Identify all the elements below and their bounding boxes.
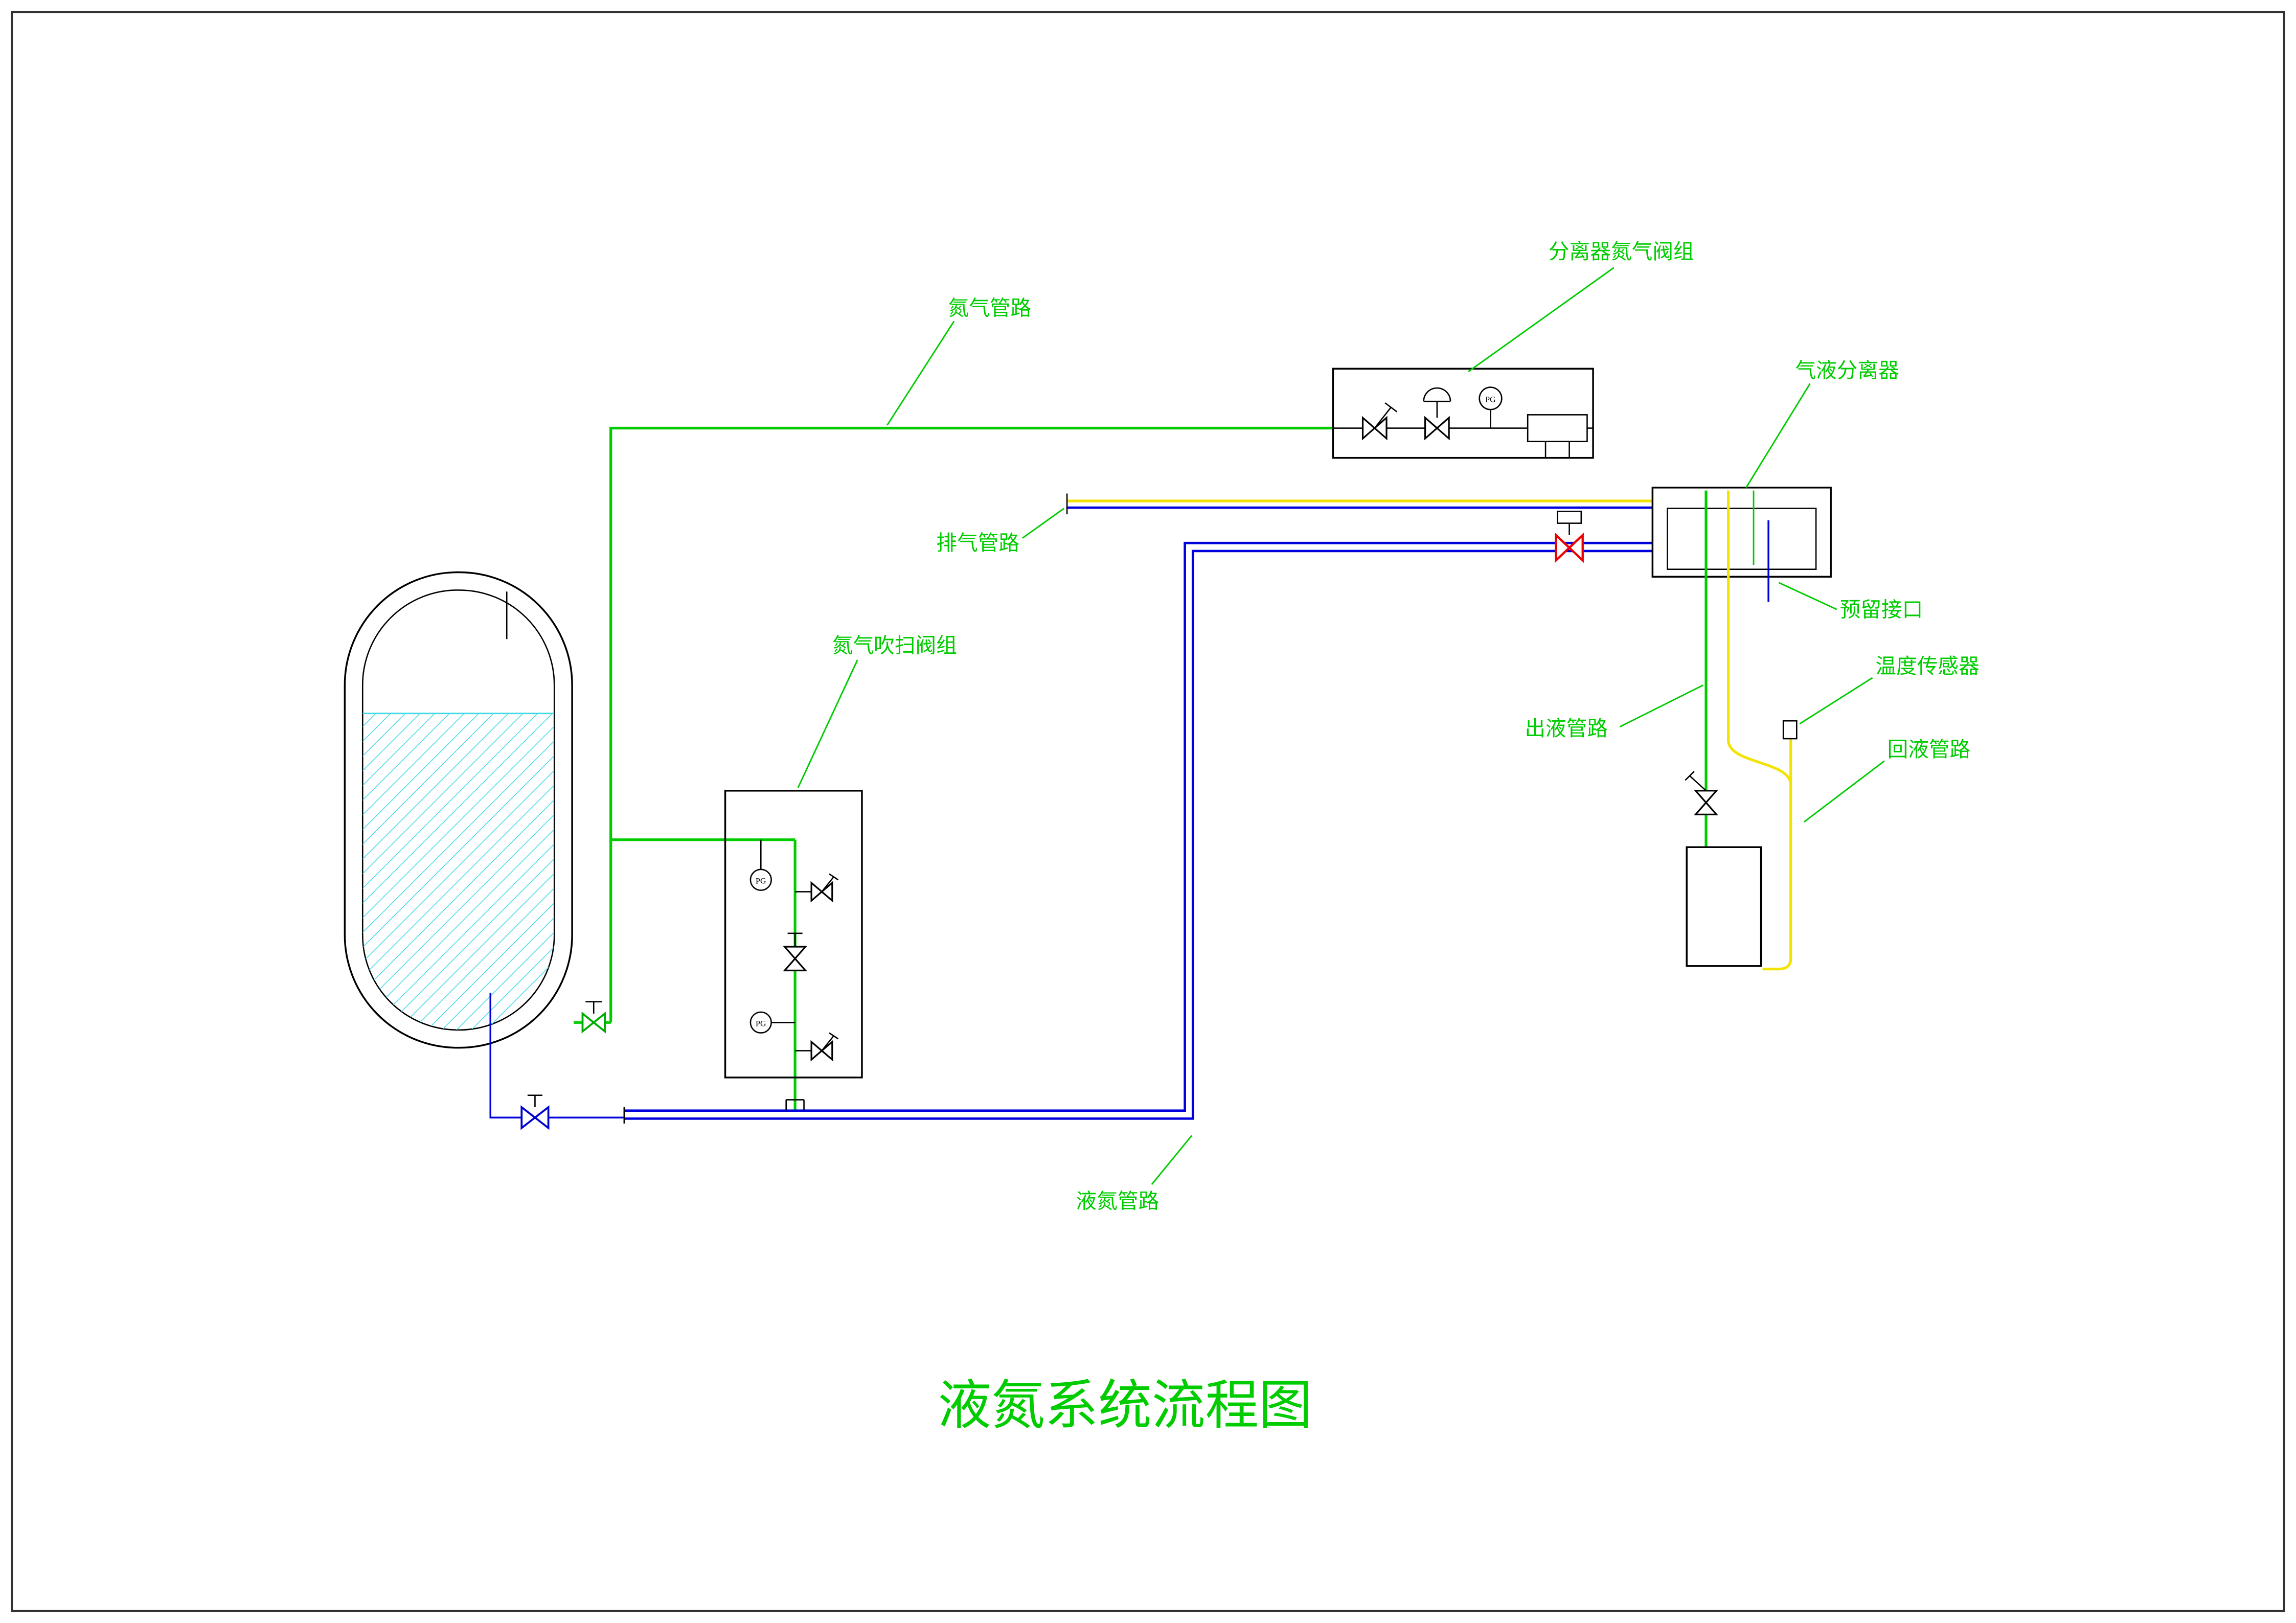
separator-valve-box: PG — [1332, 368, 1594, 459]
label-gas-liquid-separator: 气液分离器 — [1795, 359, 1899, 382]
relief-valve-2 — [795, 1032, 839, 1062]
liquid-nitrogen-pipe — [623, 511, 1653, 1124]
tank-liquid-outlet — [489, 993, 624, 1130]
red-valve — [1555, 511, 1584, 563]
leader-nitrogen-gas-line — [886, 321, 955, 426]
control-valve — [1423, 387, 1451, 441]
gauge-text: PG — [756, 877, 766, 885]
nitrogen-gas-pipe — [574, 426, 1333, 1112]
label-temperature-sensor: 温度传感器 — [1875, 655, 1979, 678]
purge-valve-box: PG PG — [724, 790, 863, 1079]
label-separator-valve-group: 分离器氮气阀组 — [1549, 240, 1694, 263]
label-liquid-outlet-line: 出液管路 — [1525, 717, 1608, 740]
drawing-border — [11, 11, 2285, 1612]
relief-valve-1 — [795, 873, 839, 903]
annotations: 氮气管路 分离器氮气阀组 气液分离器 排气管路 氮气吹扫阀组 预留接口 温度传感… — [797, 240, 1980, 1213]
label-exhaust-line: 排气管路 — [936, 532, 1019, 555]
leader-reserved-port — [1778, 582, 1837, 610]
tee-fitting — [785, 1099, 805, 1110]
label-reserved-port: 预留接口 — [1840, 599, 1923, 622]
heater-block — [1527, 414, 1594, 458]
leader-exhaust-line — [1022, 508, 1065, 539]
temperature-sensor-symbol — [1782, 720, 1798, 740]
leader-liquid-outlet-line — [1619, 684, 1703, 728]
leader-liquid-return-line — [1803, 760, 1885, 823]
storage-tank — [344, 571, 573, 1049]
diagram-title: 液氮系统流程图 — [938, 1376, 1312, 1435]
gauge-text: PG — [756, 1020, 766, 1028]
leader-gas-liquid-separator — [1745, 383, 1811, 488]
pressure-gauge-purge-1: PG — [749, 839, 772, 891]
outlet-valve — [1685, 771, 1718, 815]
gas-liquid-separator — [1651, 487, 1832, 602]
label-liquid-nitrogen-line: 液氮管路 — [1076, 1190, 1160, 1213]
label-nitrogen-gas-line: 氮气管路 — [948, 297, 1032, 320]
liquid-return-pipe — [1726, 490, 1798, 971]
purge-main-valve — [783, 932, 808, 972]
subcooler-vessel — [1686, 846, 1762, 967]
pressure-gauge-top: PG — [1479, 386, 1503, 428]
tank-liquid-valve — [520, 1094, 550, 1130]
exhaust-pipe — [1066, 493, 1653, 515]
liquid-outlet-pipe — [1685, 490, 1762, 967]
tank-gas-valve — [581, 1001, 606, 1034]
leader-liquid-nitrogen-line — [1151, 1135, 1193, 1185]
manual-valve — [1361, 402, 1398, 441]
leader-temperature-sensor — [1799, 677, 1873, 725]
pressure-gauge-purge-2: PG — [749, 1011, 795, 1034]
leader-purge-valve-group — [797, 659, 858, 788]
gauge-text: PG — [1485, 396, 1496, 404]
label-purge-valve-group: 氮气吹扫阀组 — [832, 634, 957, 657]
tank-liquid — [362, 713, 555, 1030]
leader-separator-valve-group — [1468, 267, 1615, 373]
label-liquid-return-line: 回液管路 — [1888, 738, 1971, 761]
